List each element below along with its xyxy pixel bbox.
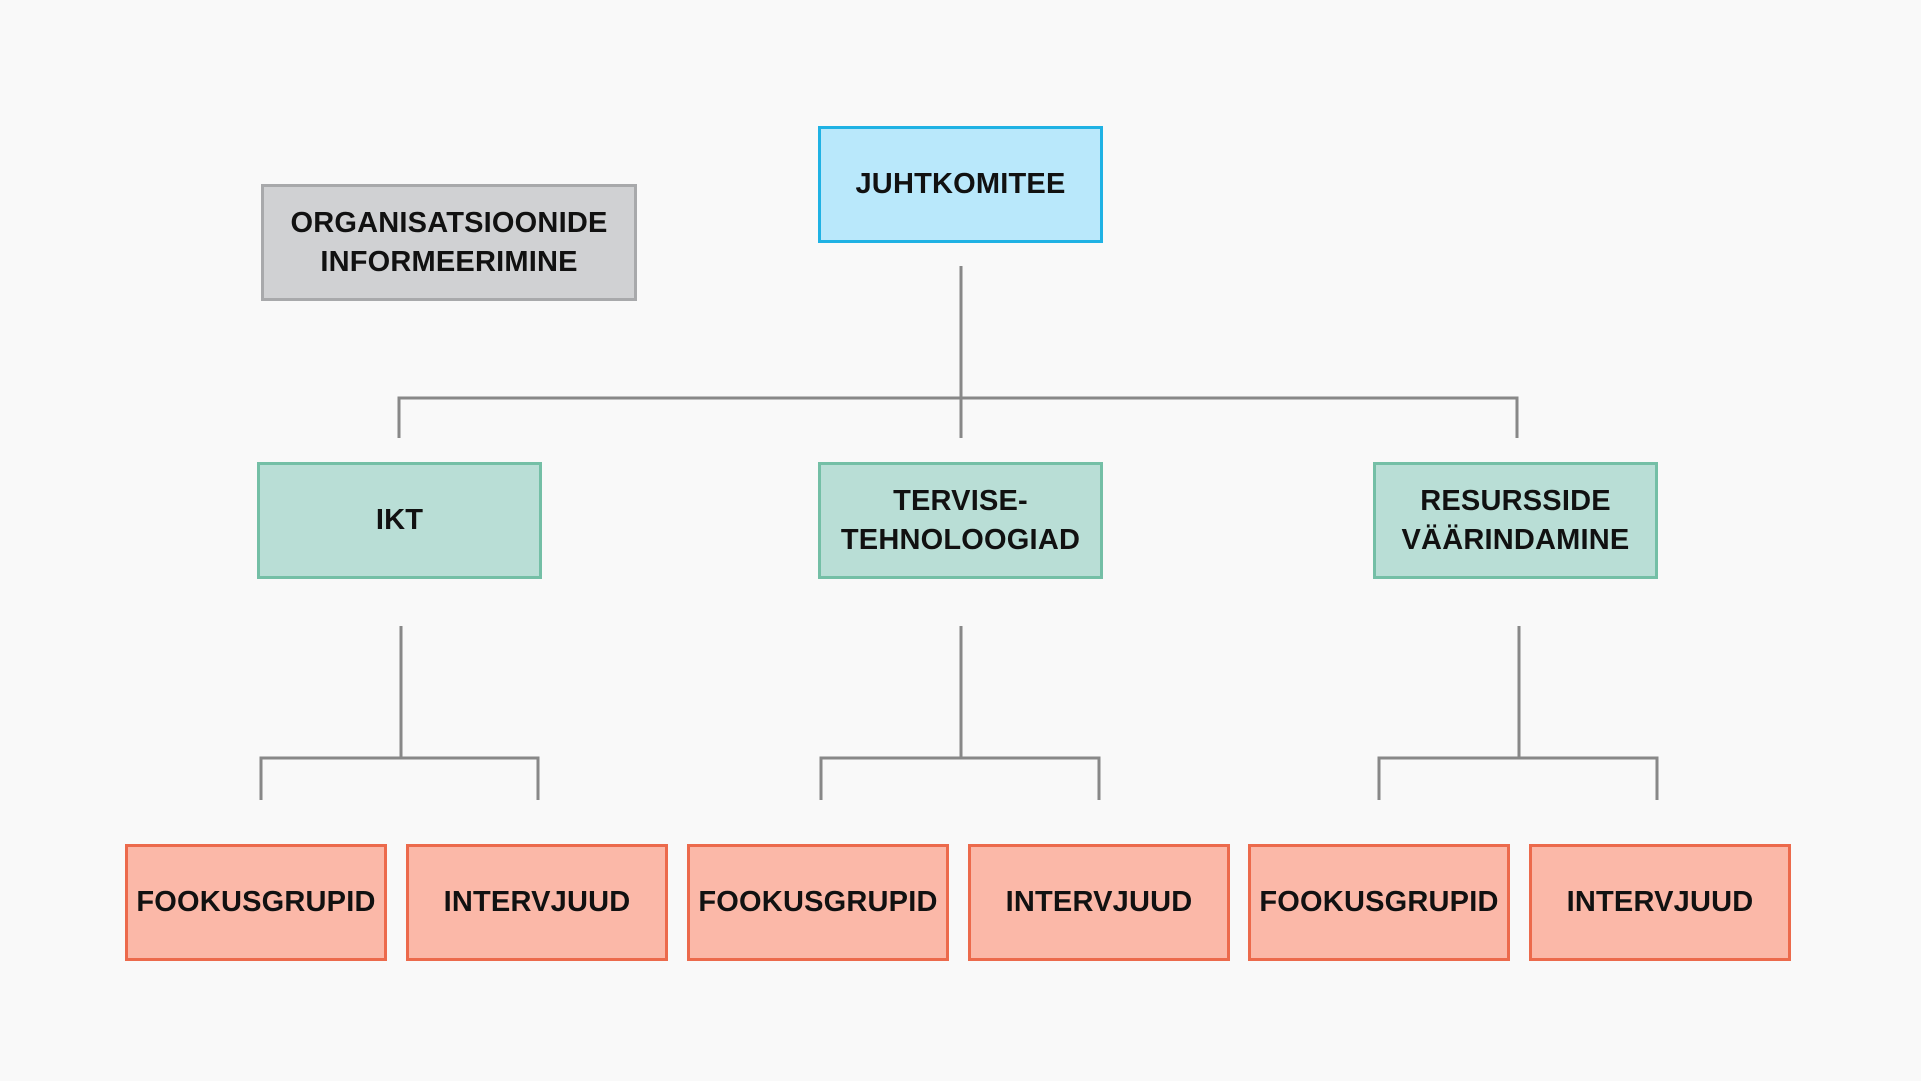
leaf-node-label: FOOKUSGRUPID — [136, 886, 376, 918]
leaf-node-label: FOOKUSGRUPID — [698, 886, 938, 918]
leaf-node-resursside-fookusgrupid: FOOKUSGRUPID — [1248, 844, 1510, 961]
leaf-node-tervise-fookusgrupid: FOOKUSGRUPID — [687, 844, 949, 961]
leaf-node-ikt-intervjuud: INTERVJUUD — [406, 844, 668, 961]
leaf-node-tervise-intervjuud: INTERVJUUD — [968, 844, 1230, 961]
branch-node-resursside-vaarindamine: RESURSSIDE VÄÄRINDAMINE — [1373, 462, 1658, 579]
info-box-label: ORGANISATSIOONIDE INFORMEERIMINE — [290, 206, 608, 278]
leaf-node-label: FOOKUSGRUPID — [1259, 886, 1499, 918]
branch-node-label: IKT — [375, 504, 424, 536]
leaf-node-label: INTERVJUUD — [1005, 886, 1193, 918]
connector-ikt-to-leaves — [259, 626, 540, 800]
leaf-node-resursside-intervjuud: INTERVJUUD — [1529, 844, 1791, 961]
root-node-juhtkomitee: JUHTKOMITEE — [818, 126, 1103, 243]
info-box-organisatsioonide: ORGANISATSIOONIDE INFORMEERIMINE — [261, 184, 637, 301]
branch-node-tervise-tehnoloogiad: TERVISE- TEHNOLOOGIAD — [818, 462, 1103, 579]
connector-root-to-branches — [397, 266, 1519, 438]
branch-node-label: TERVISE- TEHNOLOOGIAD — [840, 484, 1081, 556]
branch-node-ikt: IKT — [257, 462, 542, 579]
leaf-node-label: INTERVJUUD — [443, 886, 631, 918]
branch-node-label: RESURSSIDE VÄÄRINDAMINE — [1401, 484, 1630, 556]
leaf-node-label: INTERVJUUD — [1566, 886, 1754, 918]
connector-tervise-to-leaves — [819, 626, 1101, 800]
root-node-label: JUHTKOMITEE — [855, 168, 1066, 200]
leaf-node-ikt-fookusgrupid: FOOKUSGRUPID — [125, 844, 387, 961]
connector-resursside-to-leaves — [1377, 626, 1659, 800]
